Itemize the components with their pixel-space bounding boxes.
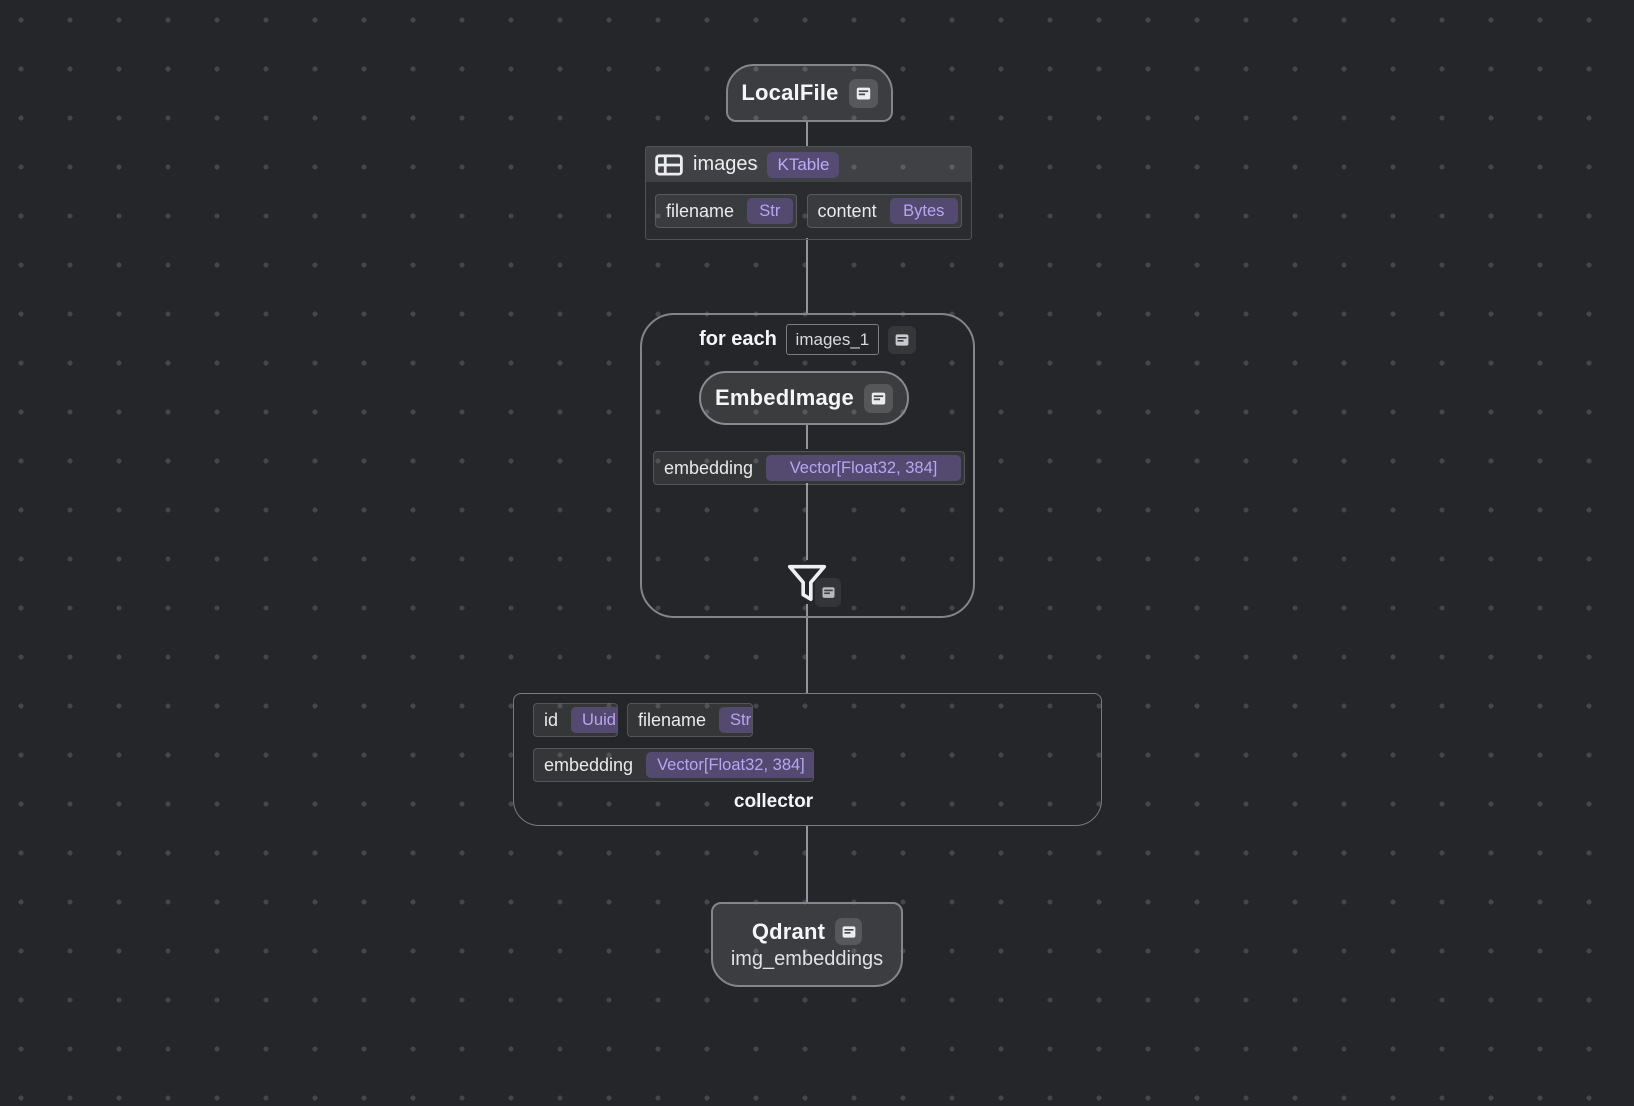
field-type-badge: Vector[Float32, 384] [766, 455, 961, 481]
field-chip-id[interactable]: id Uuid [533, 703, 618, 737]
foreach-details-button[interactable] [887, 325, 916, 354]
qdrant-subtitle: img_embeddings [730, 948, 884, 970]
qdrant-details-icon[interactable] [835, 918, 863, 945]
embedimage-title: EmbedImage [715, 385, 854, 410]
field-chip-embedding[interactable]: embedding Vector[Float32, 384] [533, 748, 814, 782]
field-type-badge: Str [747, 198, 793, 224]
node-images-table[interactable]: images KTable filename Str content Bytes [645, 146, 972, 240]
field-chip-filename[interactable]: filename Str [655, 194, 797, 228]
ktable-badge: KTable [767, 151, 840, 178]
doc-icon [871, 392, 886, 404]
edge-embedimage-to-embedding [806, 423, 808, 449]
foreach-scope-box[interactable]: images_1 [785, 324, 879, 355]
doc-icon [895, 333, 909, 346]
foreach-header: for each images_1 [642, 324, 973, 355]
table-icon [655, 153, 683, 176]
field-type-badge: Vector[Float32, 384] [646, 752, 813, 778]
field-type-badge: Str [719, 707, 752, 733]
collector-label: collector [733, 791, 814, 812]
embedimage-details-icon[interactable] [863, 383, 893, 413]
field-chip-content[interactable]: content Bytes [806, 194, 962, 228]
edge-localfile-to-images [806, 122, 808, 146]
doc-icon [842, 925, 856, 938]
foreach-group[interactable]: for each images_1 EmbedImage e [640, 313, 975, 618]
node-qdrant[interactable]: Qdrant img_embeddings [711, 902, 903, 987]
images-table-title: images [693, 153, 758, 175]
qdrant-title: Qdrant [751, 918, 826, 944]
edge-collector-to-qdrant [806, 826, 808, 903]
field-name: id [544, 709, 559, 730]
doc-icon [856, 87, 870, 99]
localfile-title: LocalFile [741, 80, 839, 105]
foreach-label: for each [699, 328, 777, 350]
field-name: content [817, 200, 877, 221]
filter-details-button[interactable] [815, 578, 841, 607]
edge-images-to-foreach [806, 238, 808, 314]
field-name: embedding [544, 754, 634, 775]
edge-embedding-to-filter [806, 483, 808, 560]
field-name: filename [638, 709, 707, 730]
field-name: filename [666, 200, 735, 221]
localfile-details-icon[interactable] [848, 78, 878, 108]
collector-node[interactable]: id Uuid filename Str embedding Vector[Fl… [513, 693, 1102, 826]
edge-filter-to-collector [806, 604, 808, 694]
node-localfile[interactable]: LocalFile [726, 64, 893, 122]
field-chip-embedding[interactable]: embedding Vector[Float32, 384] [653, 451, 965, 485]
node-embedimage[interactable]: EmbedImage [699, 371, 909, 425]
field-name: embedding [664, 457, 754, 478]
doc-icon [821, 587, 835, 598]
images-table-body: filename Str content Bytes [646, 182, 971, 239]
images-table-header: images KTable [646, 147, 971, 182]
field-type-badge: Uuid [571, 707, 617, 733]
funnel-icon [787, 564, 827, 602]
field-type-badge: Bytes [889, 198, 958, 224]
filter-node[interactable] [784, 558, 830, 606]
field-chip-filename[interactable]: filename Str [627, 703, 753, 737]
